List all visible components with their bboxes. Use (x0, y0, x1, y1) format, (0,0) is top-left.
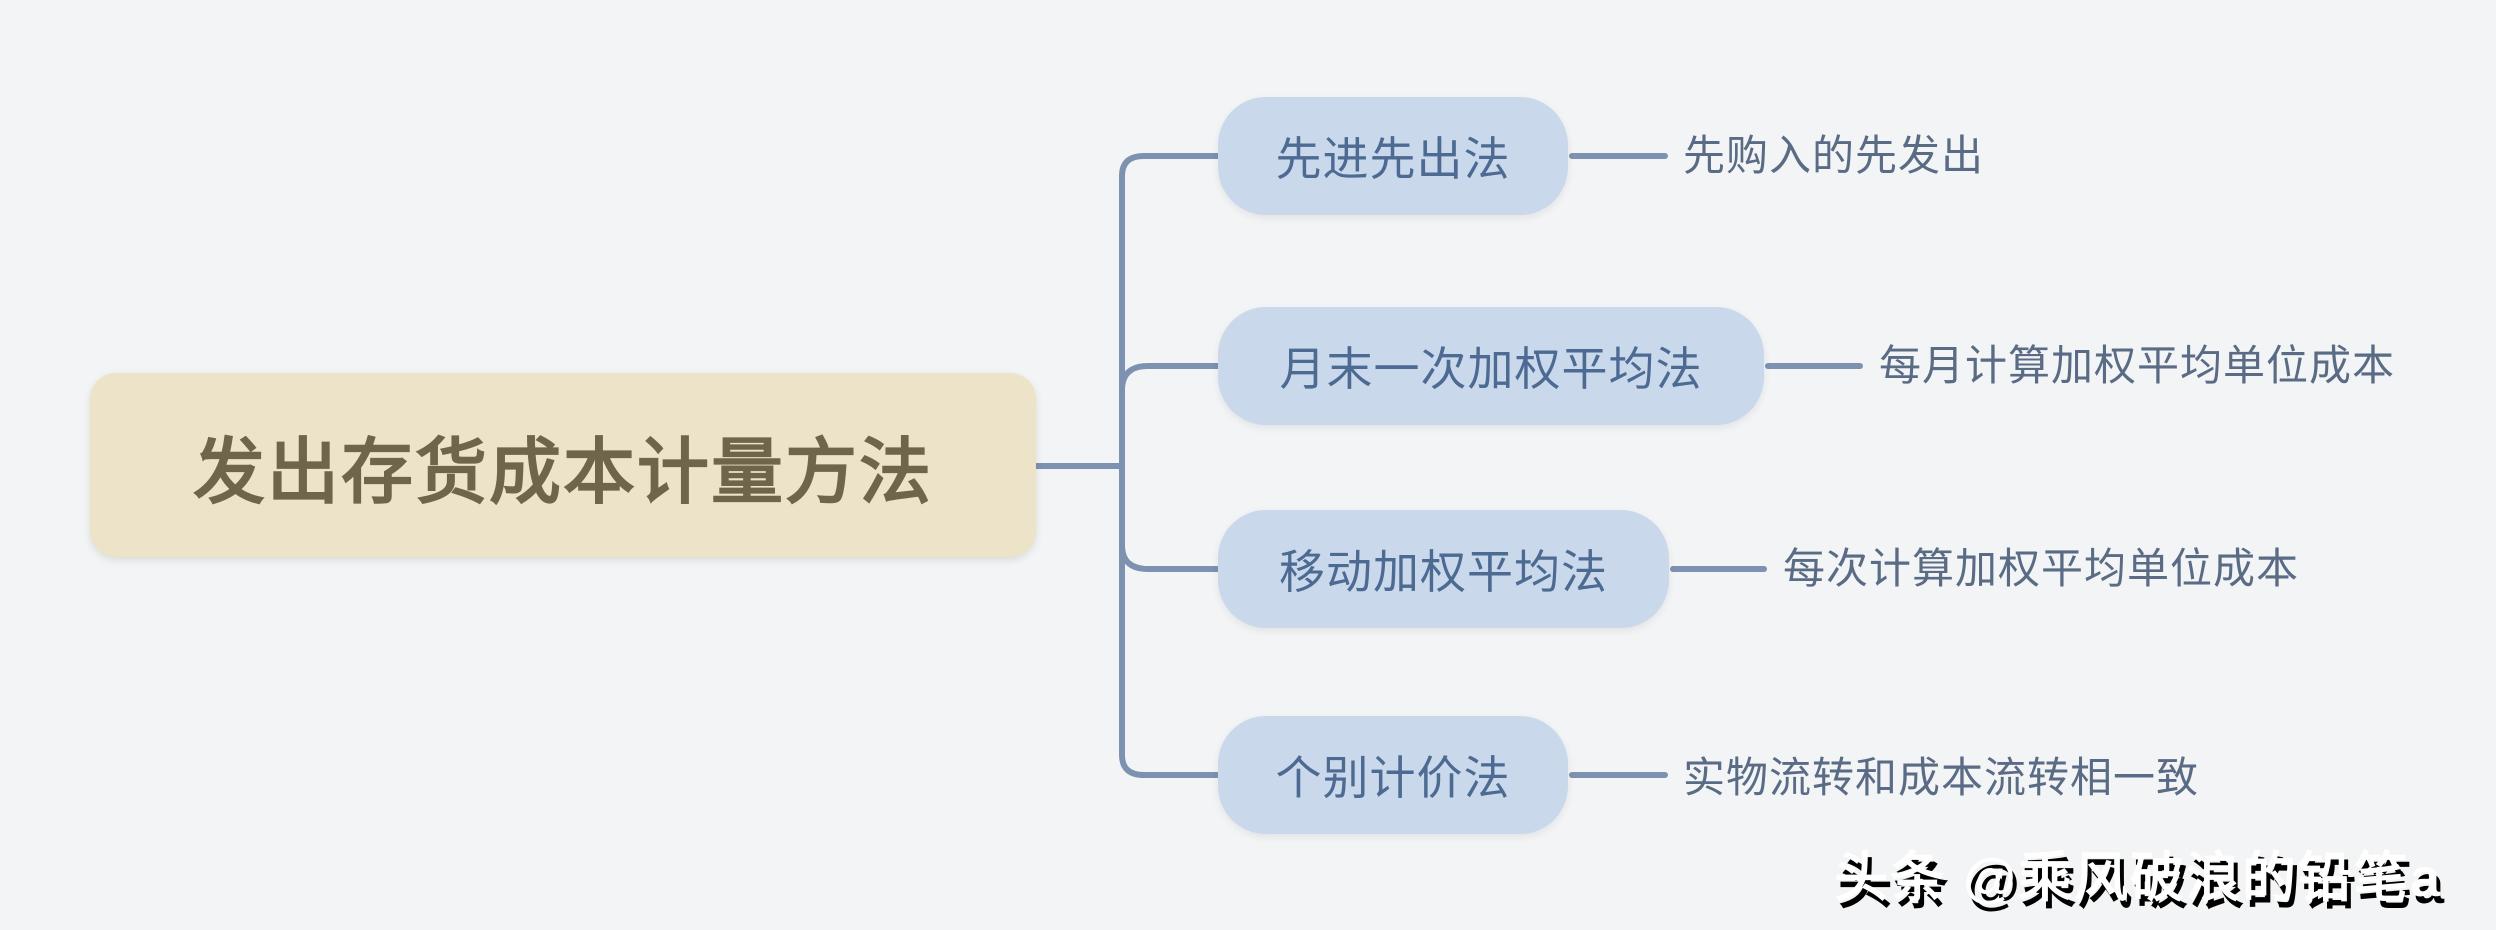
leaf-note-fifo[interactable]: 先购入的先发出 (1683, 132, 1985, 179)
branch-node-moving-weighted-average[interactable]: 移动加权平均法 (1218, 510, 1669, 628)
branch-2-elbow-line (1119, 363, 1221, 393)
branch-node-fifo[interactable]: 先进先出法 (1218, 97, 1568, 215)
leaf-note-month-end-weighted-average[interactable]: 每月计算加权平均单位成本 (1879, 342, 2396, 389)
leaf-note-specific-identification[interactable]: 实物流转和成本流转相一致 (1683, 754, 2200, 801)
branch-1-elbow-line (1119, 153, 1221, 179)
branch-4-elbow-line (1119, 752, 1221, 778)
branch-label: 个别计价法 (1275, 752, 1511, 804)
branch-label: 移动加权平均法 (1279, 546, 1608, 598)
watermark-text: 头条 @乘风破浪的铅笔a (1834, 848, 2442, 908)
branch-3-elbow-line (1119, 542, 1221, 572)
root-topic-node[interactable]: 发出存货成本计量方法 (90, 373, 1036, 557)
leaf-note-moving-weighted-average[interactable]: 每次计算加权平均单位成本 (1783, 545, 2300, 592)
branch-label: 先进先出法 (1275, 133, 1511, 185)
root-topic-label: 发出存货成本计量方法 (192, 432, 933, 513)
branch-node-specific-identification[interactable]: 个别计价法 (1218, 716, 1568, 834)
branch-label: 月末一次加权平均法 (1279, 343, 1703, 395)
branch-node-month-end-weighted-average[interactable]: 月末一次加权平均法 (1218, 307, 1764, 425)
